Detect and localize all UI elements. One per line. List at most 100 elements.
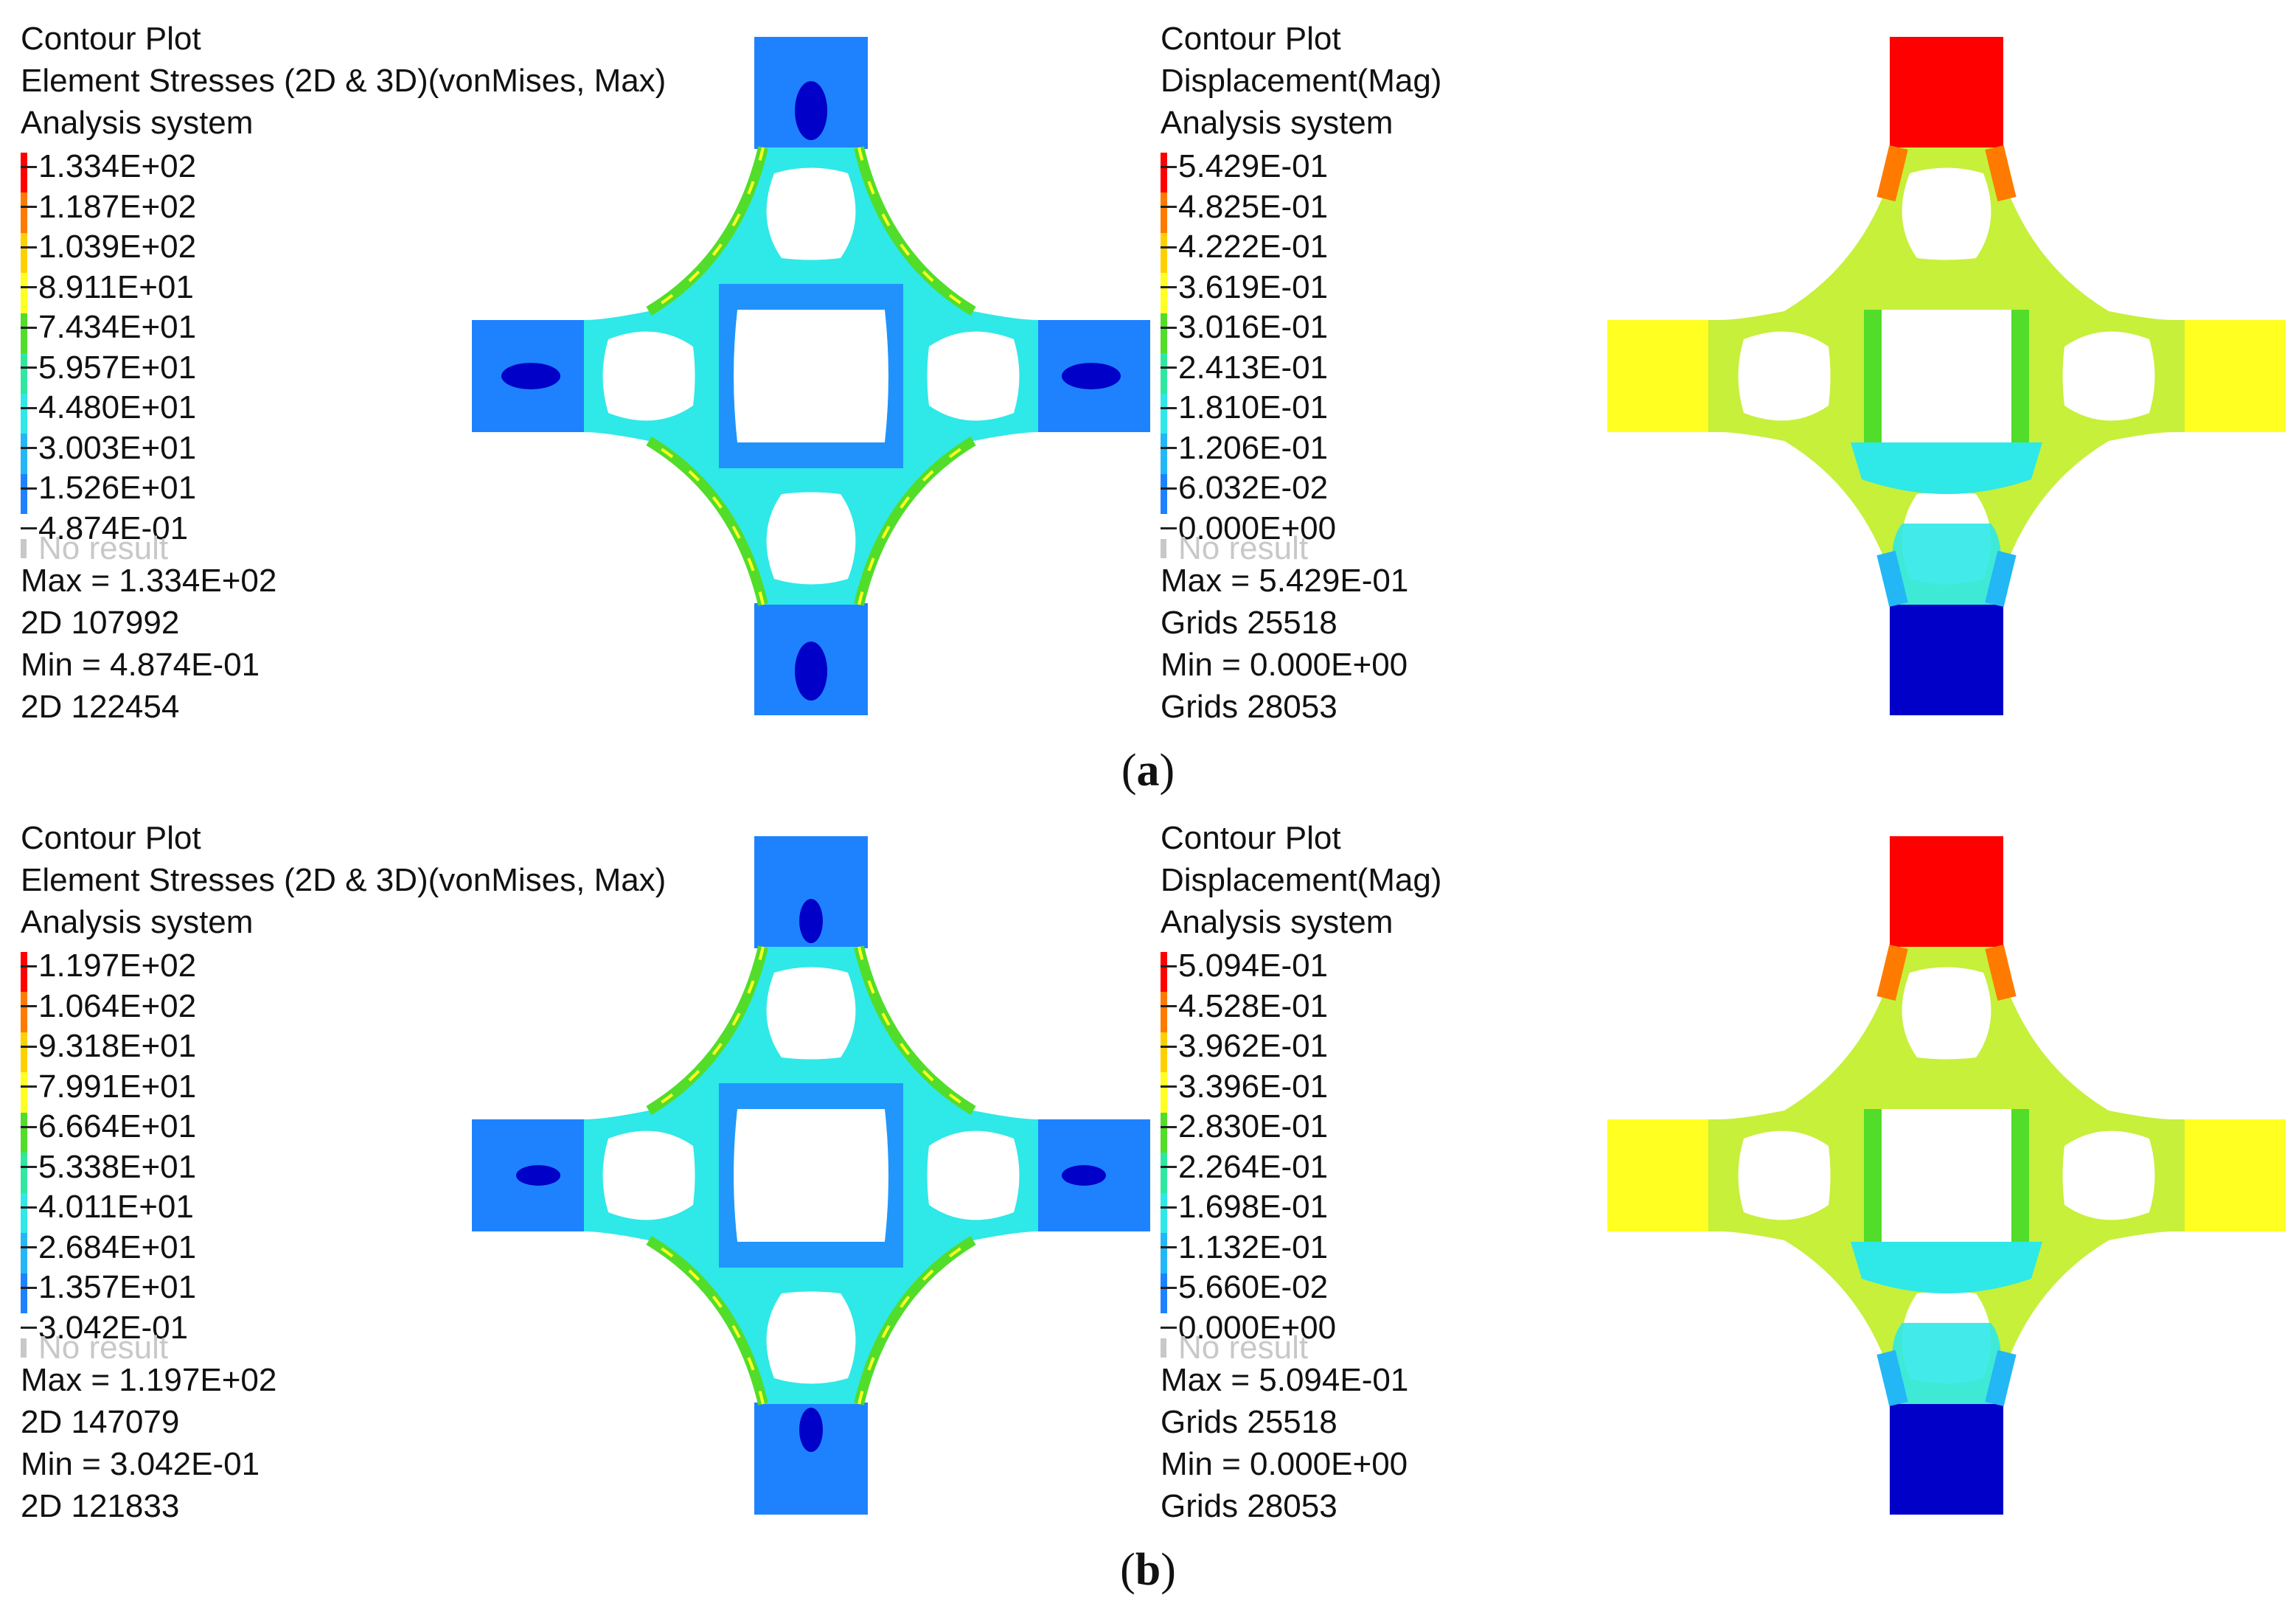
legend-title: Contour Plot: [1161, 21, 1341, 57]
scale-tick: 1.334E+02: [21, 147, 196, 187]
displacement-contour-plot-a: [1607, 37, 2286, 715]
max-id: Grids 25518: [1161, 605, 1337, 641]
color-scale: 1.197E+02 1.064E+02 9.318E+01 7.991E+01 …: [21, 946, 795, 1366]
scale-tick: 4.222E-01: [1161, 227, 1336, 268]
scale-tick: 8.911E+01: [21, 268, 196, 308]
color-bar: [21, 952, 27, 1313]
scale-tick: 4.874E-01: [21, 509, 196, 549]
scale-tick: 1.039E+02: [21, 227, 196, 268]
max-id: Grids 25518: [1161, 1404, 1337, 1440]
min-id: 2D 122454: [21, 689, 180, 725]
scale-tick: 1.357E+01: [21, 1268, 196, 1308]
max-id: 2D 107992: [21, 605, 180, 641]
color-bar: [1161, 153, 1167, 514]
stress-legend-b: Contour Plot Element Stresses (2D & 3D)(…: [21, 817, 795, 1527]
stats: Max = 1.334E+02 2D 107992 Min = 4.874E-0…: [21, 560, 795, 728]
scale-tick: 2.684E+01: [21, 1228, 196, 1268]
legend-title: Contour Plot: [21, 820, 201, 856]
scale-tick: 4.480E+01: [21, 388, 196, 428]
scale-tick: 0.000E+00: [1161, 509, 1336, 549]
right-pad: [2172, 320, 2286, 432]
stats: Max = 1.197E+02 2D 147079 Min = 3.042E-0…: [21, 1359, 795, 1527]
lattice-body: [584, 147, 1038, 605]
min-id: Grids 28053: [1161, 1488, 1337, 1524]
scale-tick: 5.957E+01: [21, 348, 196, 389]
displacement-contour-plot-b: [1607, 836, 2286, 1515]
color-scale: 1.334E+02 1.187E+02 1.039E+02 8.911E+01 …: [21, 147, 795, 566]
panel-label-b: (b): [1120, 1545, 1176, 1595]
legend-subtitle: Displacement(Mag): [1161, 862, 1442, 898]
legend-subtitle: Displacement(Mag): [1161, 63, 1442, 99]
scale-tick: 1.698E-01: [1161, 1187, 1336, 1228]
min-id: 2D 121833: [21, 1488, 180, 1524]
displacement-legend-b: Contour Plot Displacement(Mag) Analysis …: [1161, 817, 1935, 1527]
legend-title: Contour Plot: [21, 21, 201, 57]
legend-system: Analysis system: [21, 105, 254, 141]
scale-tick: 1.810E-01: [1161, 388, 1336, 428]
min-line: Min = 0.000E+00: [1161, 1446, 1408, 1482]
legend-system: Analysis system: [1161, 105, 1394, 141]
scale-tick: 4.825E-01: [1161, 187, 1336, 228]
scale-tick: 3.042E-01: [21, 1308, 196, 1349]
scale-tick: 3.003E+01: [21, 428, 196, 469]
scale-tick: 7.434E+01: [21, 307, 196, 348]
scale-tick: 3.016E-01: [1161, 307, 1336, 348]
scale-tick: 6.032E-02: [1161, 468, 1336, 509]
stress-contour-plot-a: [472, 37, 1150, 715]
legend-subtitle: Element Stresses (2D & 3D)(vonMises, Max…: [21, 63, 667, 99]
no-result-label: No result: [21, 1330, 168, 1366]
scale-tick: 4.011E+01: [21, 1187, 196, 1228]
min-line: Min = 4.874E-01: [21, 647, 260, 683]
scale-tick: 1.132E-01: [1161, 1228, 1336, 1268]
panel-a: Contour Plot Element Stresses (2D & 3D)(…: [0, 0, 2296, 799]
scale-tick: 5.094E-01: [1161, 946, 1336, 987]
scale-tick: 1.197E+02: [21, 946, 196, 987]
color-bar: [21, 153, 27, 514]
legend-system: Analysis system: [1161, 904, 1394, 940]
scale-tick: 5.660E-02: [1161, 1268, 1336, 1308]
scale-tick: 7.991E+01: [21, 1067, 196, 1108]
max-line: Max = 5.429E-01: [1161, 563, 1409, 599]
scale-tick: 1.064E+02: [21, 987, 196, 1027]
scale-tick: 4.528E-01: [1161, 987, 1336, 1027]
stress-legend-a: Contour Plot Element Stresses (2D & 3D)(…: [21, 18, 795, 728]
left-pad: [1607, 1119, 1721, 1231]
min-id: Grids 28053: [1161, 689, 1337, 725]
panel-label-a: (a): [1121, 746, 1175, 796]
color-scale: 5.429E-01 4.825E-01 4.222E-01 3.619E-01 …: [1161, 147, 1935, 566]
bottom-pad: [1890, 1403, 2003, 1515]
scale-tick: 6.664E+01: [21, 1107, 196, 1147]
legend-system: Analysis system: [21, 904, 254, 940]
scale-tick: 0.000E+00: [1161, 1308, 1336, 1349]
scale-tick: 1.206E-01: [1161, 428, 1336, 469]
bottom-pad: [1890, 603, 2003, 715]
stress-contour-plot-b: [472, 836, 1150, 1515]
scale-tick: 1.526E+01: [21, 468, 196, 509]
scale-tick: 3.962E-01: [1161, 1026, 1336, 1067]
stats: Max = 5.094E-01 Grids 25518 Min = 0.000E…: [1161, 1359, 1935, 1527]
legend-subtitle: Element Stresses (2D & 3D)(vonMises, Max…: [21, 862, 667, 898]
max-line: Max = 5.094E-01: [1161, 1362, 1409, 1398]
legend-title: Contour Plot: [1161, 820, 1341, 856]
scale-tick: 3.396E-01: [1161, 1067, 1336, 1108]
scale-tick: 2.830E-01: [1161, 1107, 1336, 1147]
color-bar: [1161, 952, 1167, 1313]
scale-tick: 5.429E-01: [1161, 147, 1336, 187]
displacement-legend-a: Contour Plot Displacement(Mag) Analysis …: [1161, 18, 1935, 728]
color-scale: 5.094E-01 4.528E-01 3.962E-01 3.396E-01 …: [1161, 946, 1935, 1366]
top-pad: [1890, 836, 2003, 948]
scale-tick: 5.338E+01: [21, 1147, 196, 1188]
min-line: Min = 0.000E+00: [1161, 647, 1408, 683]
right-pad: [2172, 1119, 2286, 1231]
scale-tick: 9.318E+01: [21, 1026, 196, 1067]
scale-tick: 1.187E+02: [21, 187, 196, 228]
lattice-body: [584, 947, 1038, 1404]
left-pad: [1607, 320, 1721, 432]
max-line: Max = 1.197E+02: [21, 1362, 277, 1398]
scale-tick: 2.413E-01: [1161, 348, 1336, 389]
no-result-label: No result: [1161, 530, 1308, 567]
scale-tick: 2.264E-01: [1161, 1147, 1336, 1188]
max-id: 2D 147079: [21, 1404, 180, 1440]
scale-tick: 3.619E-01: [1161, 268, 1336, 308]
top-pad: [1890, 37, 2003, 149]
